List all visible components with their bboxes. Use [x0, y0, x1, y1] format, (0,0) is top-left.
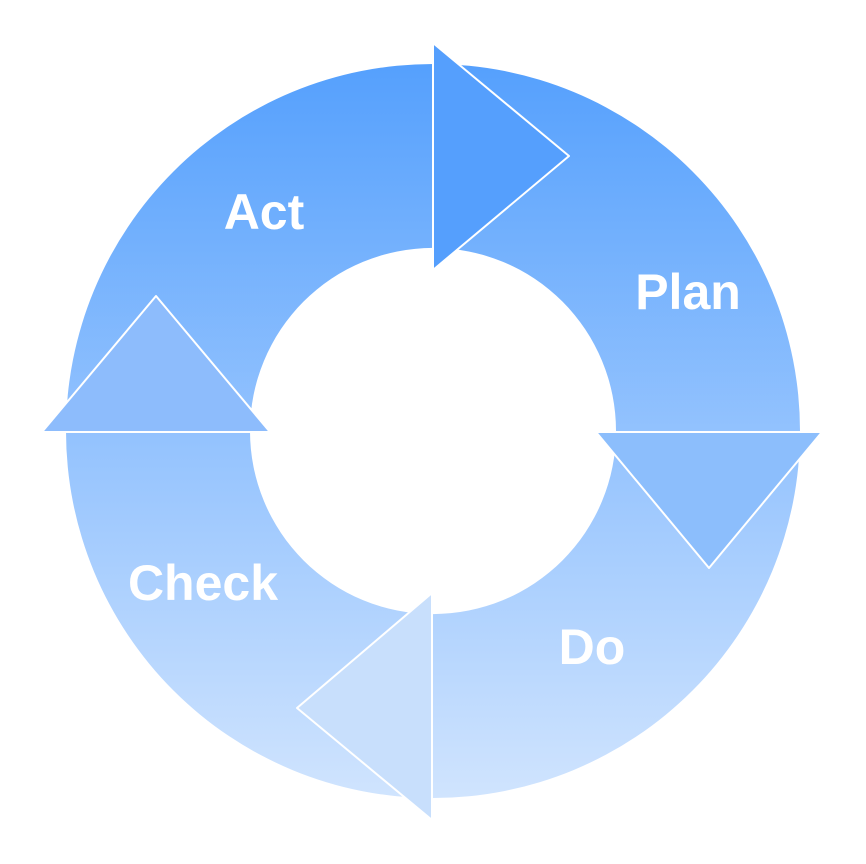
arrow-check-to-act [41, 295, 271, 433]
cycle-ring [66, 64, 800, 798]
arrow-plan-to-do [595, 431, 823, 569]
stage-label-act: Act [224, 184, 305, 240]
stage-label-plan: Plan [635, 264, 741, 320]
stage-label-check: Check [128, 555, 278, 611]
stage-label-do: Do [559, 619, 626, 675]
arrow-act-to-plan [432, 42, 570, 271]
arrow-do-to-check [296, 592, 433, 821]
